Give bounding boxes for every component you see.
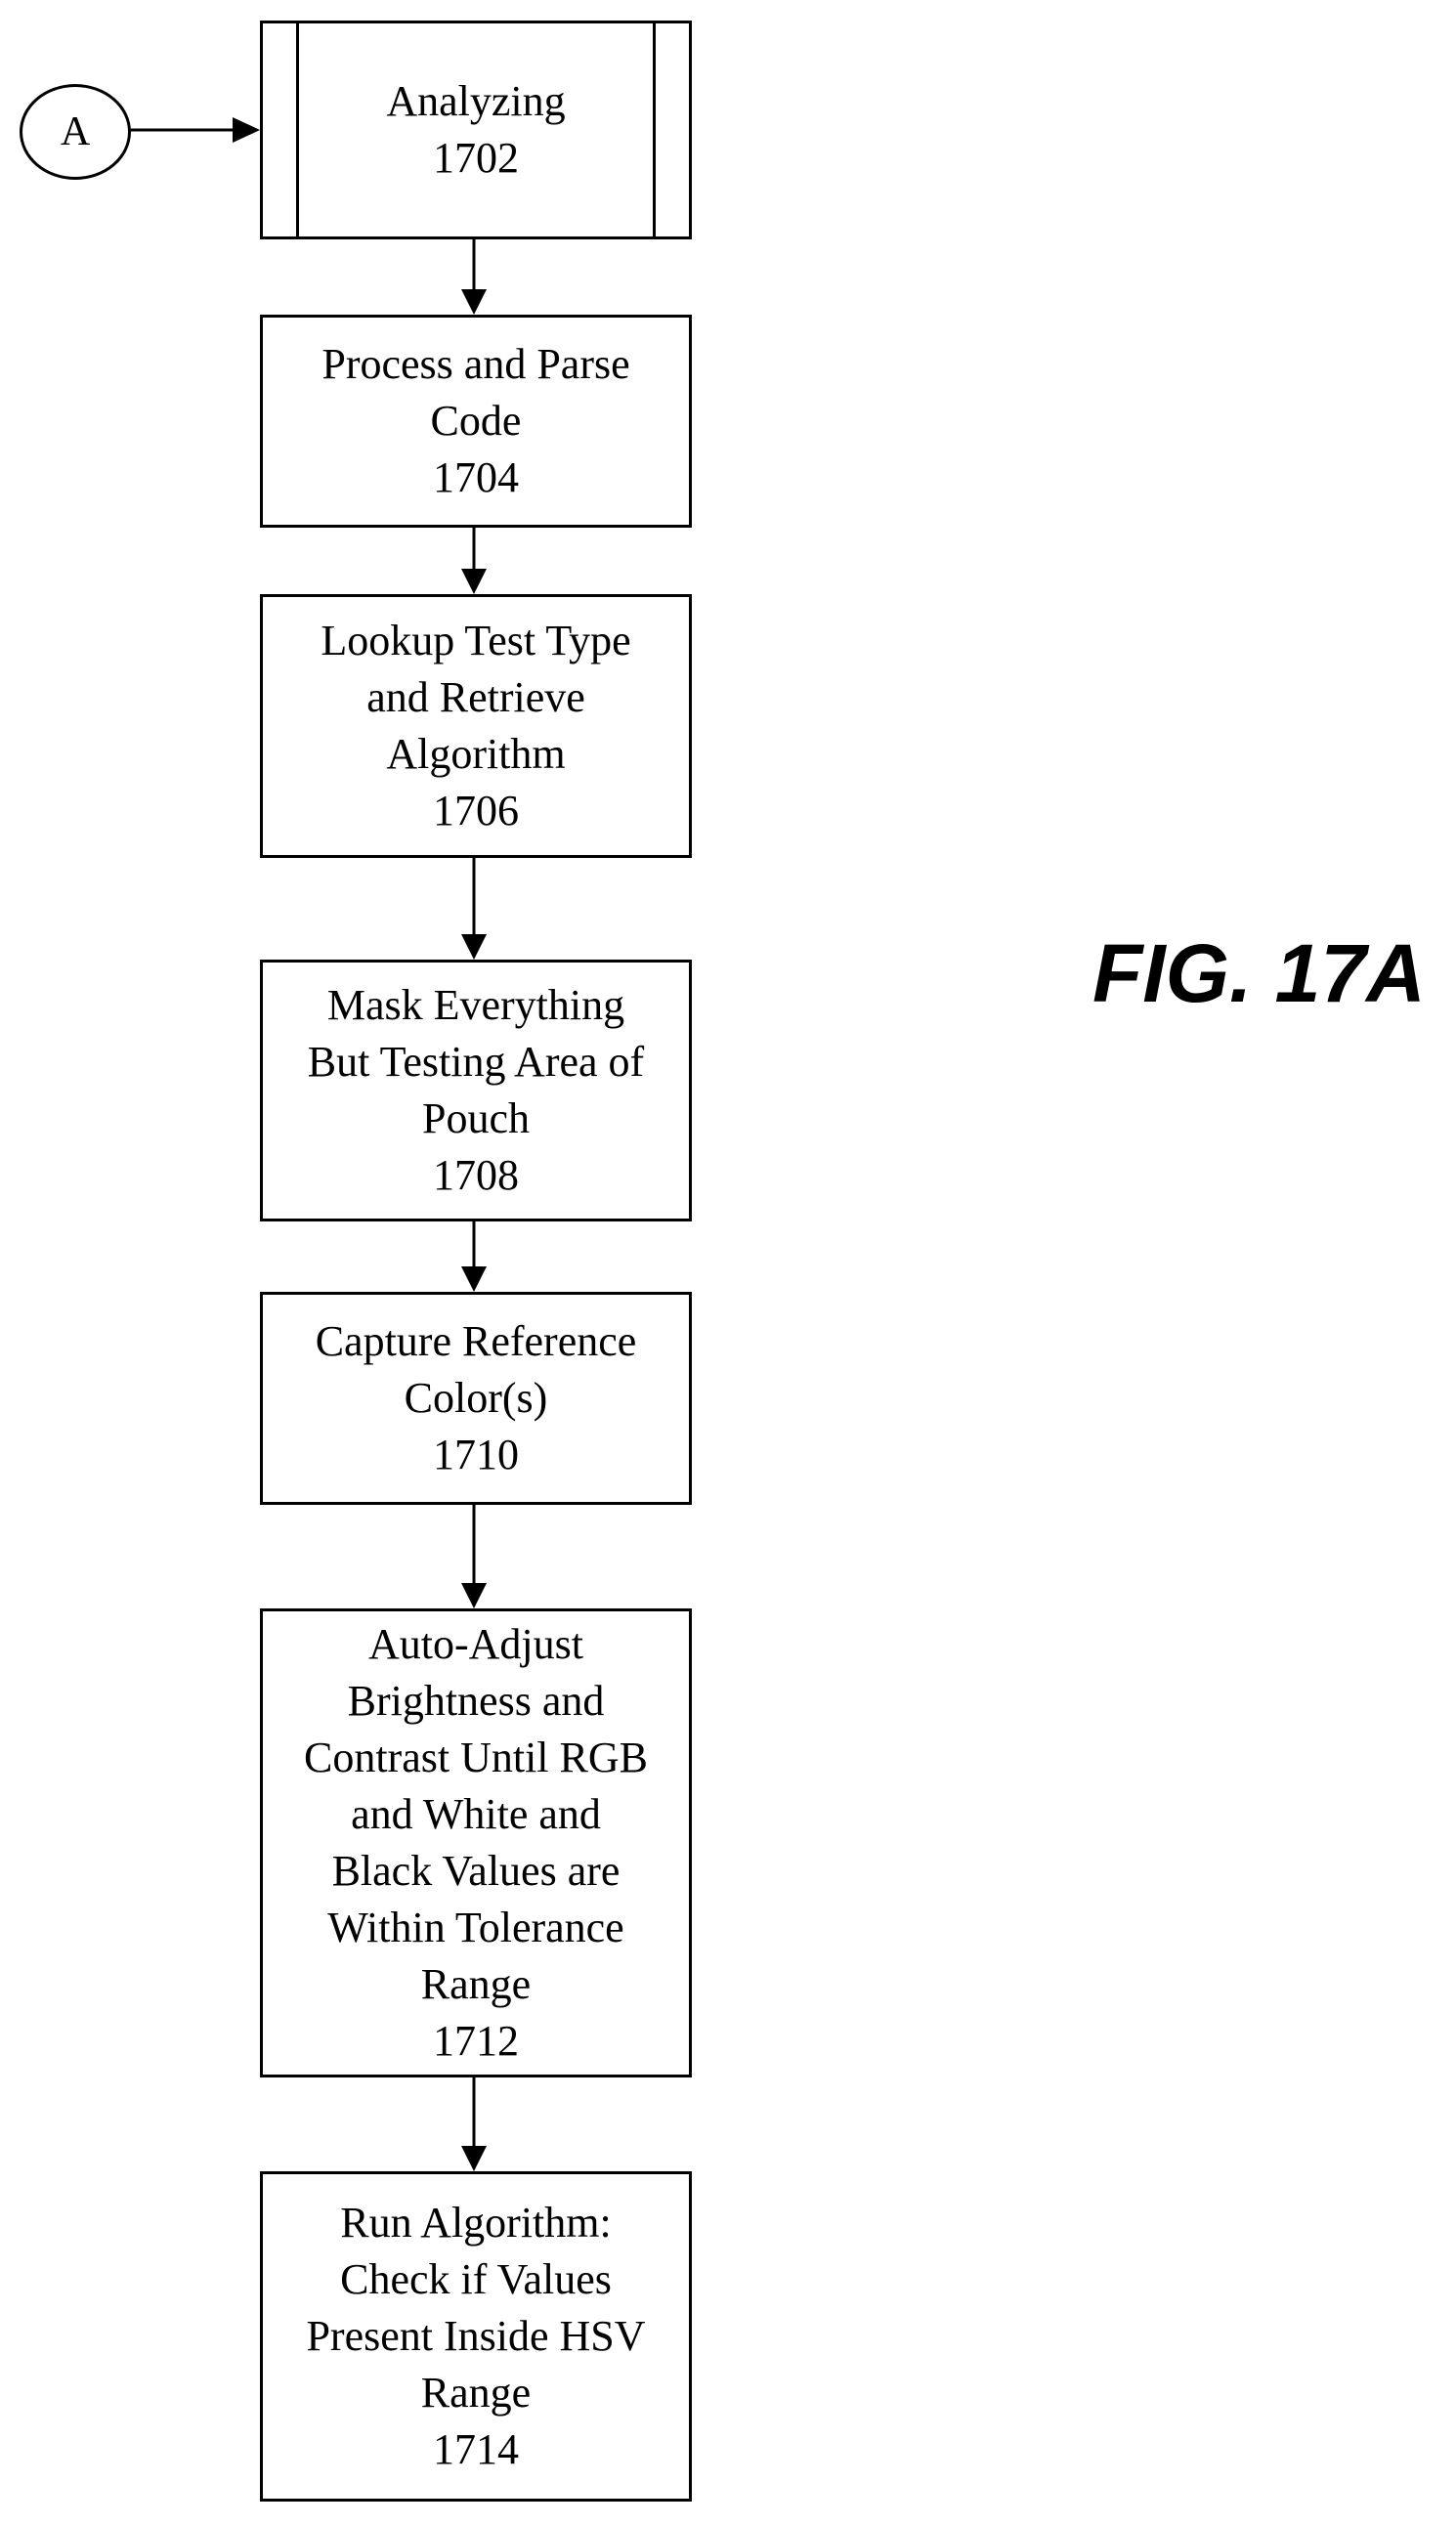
step-label: Lookup Test Type and Retrieve Algorithm [321,613,630,783]
step-number: 1704 [433,450,519,506]
step-number: 1708 [433,1147,519,1204]
step-mask-testing-area: Mask Everything But Testing Area of Pouc… [260,960,692,1221]
connector-a: A [20,84,131,180]
step-auto-adjust-brightness: Auto-Adjust Brightness and Contrast Unti… [260,1608,692,2077]
step-process-parse-code: Process and Parse Code 1704 [260,315,692,528]
step-label: Process and Parse Code [321,336,629,450]
step-label: Run Algorithm: Check if Values Present I… [306,2195,645,2421]
step-label: Auto-Adjust Brightness and Contrast Unti… [304,1616,648,2013]
arrow-connector-to-1702 [131,117,260,143]
arrow-1706-to-1708 [461,858,487,960]
arrow-1704-to-1706 [461,528,487,594]
step-number: 1702 [433,130,519,187]
step-number: 1706 [433,783,519,839]
arrow-1702-to-1704 [461,239,487,315]
step-run-algorithm: Run Algorithm: Check if Values Present I… [260,2171,692,2502]
connector-label: A [61,108,90,155]
step-capture-reference-colors: Capture Reference Color(s) 1710 [260,1292,692,1505]
step-lookup-test-type: Lookup Test Type and Retrieve Algorithm … [260,594,692,858]
step-number: 1712 [433,2013,519,2070]
step-analyzing: Analyzing 1702 [260,21,692,239]
arrow-1710-to-1712 [461,1505,487,1608]
step-label: Mask Everything But Testing Area of Pouc… [308,977,644,1147]
step-number: 1710 [433,1427,519,1483]
arrow-1712-to-1714 [461,2077,487,2171]
step-number: 1714 [433,2421,519,2478]
step-label: Capture Reference Color(s) [316,1313,637,1427]
step-label: Analyzing [386,73,565,130]
arrow-1708-to-1710 [461,1221,487,1292]
figure-label: FIG. 17A [1092,926,1426,1021]
